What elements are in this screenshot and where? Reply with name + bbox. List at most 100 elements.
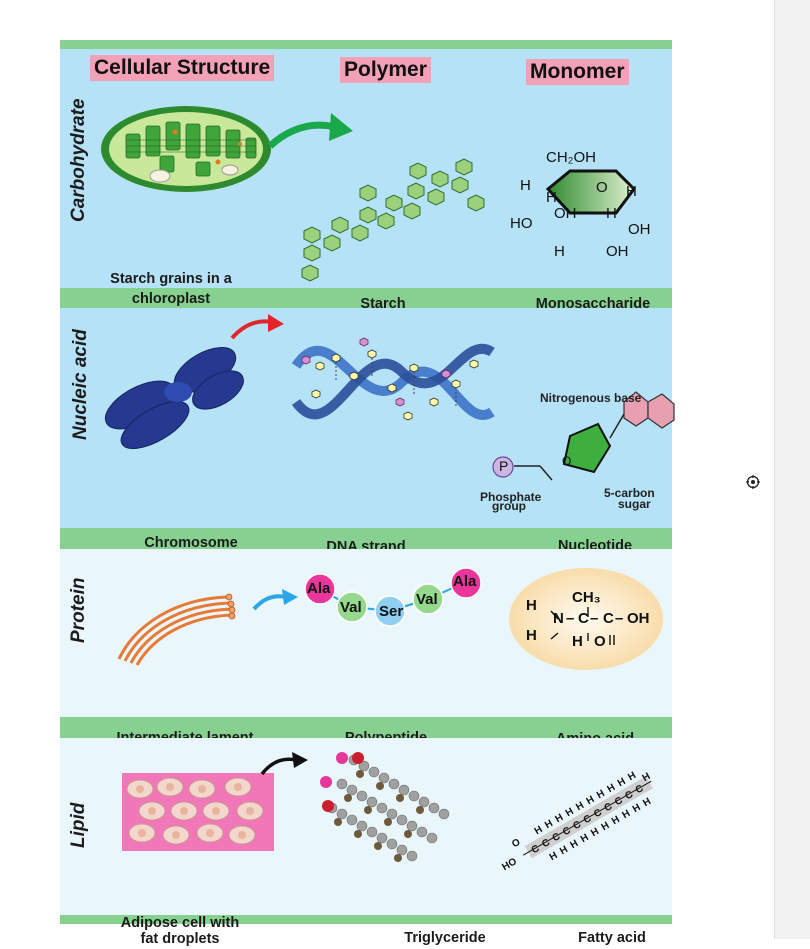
label-group: group	[492, 499, 526, 513]
caption-chloroplast: chloroplast	[131, 291, 211, 307]
amino-o: O	[594, 633, 606, 650]
amino-acid-blob	[509, 568, 663, 670]
amino-c: C	[578, 610, 589, 627]
amino-n: N	[553, 610, 564, 627]
svg-text:H: H	[574, 800, 586, 813]
label-5-carbon: 5-carbon	[604, 486, 655, 500]
dna-strand-image	[291, 337, 495, 421]
svg-text:H: H	[589, 826, 601, 839]
crosshair-icon[interactable]	[746, 475, 760, 489]
amino-oh: OH	[627, 610, 650, 627]
caption-starch-grains: Starch grains in a	[110, 271, 232, 287]
svg-text:H: H	[595, 788, 607, 801]
lipid-panel: Lipid	[60, 738, 672, 947]
svg-text:H: H	[543, 818, 555, 831]
svg-text:C: C	[540, 837, 552, 850]
svg-text:C: C	[561, 825, 573, 838]
header-polymer: Polymer	[340, 57, 431, 83]
sugar-oh: OH	[554, 205, 577, 222]
sugar-oh: OH	[606, 243, 629, 260]
svg-text:C: C	[571, 819, 583, 832]
label-sugar: sugar	[618, 497, 651, 511]
divider-band	[60, 717, 672, 738]
svg-text:H: H	[579, 832, 591, 845]
svg-text:H: H	[605, 782, 617, 795]
sugar-h: H	[626, 183, 637, 200]
svg-text:H: H	[620, 808, 632, 821]
fatty-ho: HO	[500, 856, 519, 873]
divider-band	[60, 915, 672, 924]
divider-band	[60, 528, 672, 549]
bead-label: Ala	[453, 573, 477, 590]
sugar-ch2oh: CH₂OH	[546, 149, 596, 166]
svg-text:H: H	[533, 824, 545, 837]
polypeptide-chain-image	[304, 567, 482, 627]
bead-label: Ala	[307, 580, 331, 597]
svg-text:C: C	[613, 795, 625, 808]
svg-text:H: H	[641, 771, 653, 784]
adipose-cells-image	[122, 773, 274, 851]
svg-text:C: C	[592, 807, 604, 820]
sugar-o: O	[596, 179, 608, 196]
caption-fat-droplets: fat droplets	[140, 931, 220, 947]
row-label-protein: Protein	[68, 577, 89, 643]
arrow-icon	[267, 113, 353, 149]
caption-adipose-cell: Adipose cell with	[120, 915, 240, 931]
label-nitrogenous-base: Nitrogenous base	[540, 391, 642, 405]
amino-dash: –	[590, 610, 599, 627]
sugar-h: H	[606, 205, 617, 222]
ring-oxygen: O	[562, 454, 572, 468]
svg-text:C: C	[551, 831, 563, 844]
bead-label: Ser	[379, 603, 404, 620]
svg-text:H: H	[558, 844, 570, 857]
svg-text:C: C	[623, 789, 635, 802]
header-cellular-structure: Cellular Structure	[90, 55, 275, 81]
triglyceride-image	[320, 752, 450, 862]
divider-band	[60, 288, 672, 308]
row-label-lipid: Lipid	[68, 802, 89, 848]
fatty-o: O	[510, 837, 522, 851]
svg-text:H: H	[548, 850, 560, 863]
label-phosphate: Phosphate	[480, 490, 542, 504]
amino-dash: –	[615, 610, 624, 627]
svg-text:C: C	[634, 783, 646, 796]
starch-polymer-image	[301, 158, 485, 282]
glucose-ring-image	[545, 169, 636, 215]
svg-text:H: H	[585, 794, 597, 807]
amino-h: H	[526, 597, 537, 614]
divider-band	[60, 40, 672, 49]
sugar-h: H	[520, 177, 531, 194]
svg-text:H: H	[631, 802, 643, 815]
svg-text:H: H	[610, 814, 622, 827]
biomolecule-figure: Cellular Structure Polymer Monomer Carbo…	[60, 40, 675, 947]
svg-text:C: C	[530, 843, 542, 856]
nucleic-acid-panel: Nucleic acid	[60, 308, 675, 555]
arrow-icon	[230, 314, 284, 340]
amino-c: C	[603, 610, 614, 627]
svg-text:H: H	[568, 838, 580, 851]
svg-text:H: H	[600, 820, 612, 833]
chloroplast-image	[101, 106, 271, 192]
amino-h: H	[526, 627, 537, 644]
sugar-h: H	[546, 189, 557, 206]
sugar-oh: OH	[628, 221, 651, 238]
phosphate-symbol: P	[499, 458, 509, 474]
svg-text:C: C	[603, 801, 615, 814]
bead-label: Val	[340, 599, 362, 616]
intermediate-filament-image	[117, 593, 236, 666]
chromosome-image	[104, 347, 244, 450]
sugar-h: H	[554, 243, 565, 260]
nucleotide-image	[514, 391, 675, 481]
sugar-ho: HO	[510, 215, 533, 232]
svg-text:C: C	[582, 813, 594, 826]
carbohydrate-panel: Cellular Structure Polymer Monomer Carbo…	[60, 49, 672, 312]
right-scroll-area	[774, 0, 810, 939]
bead-label: Val	[416, 591, 438, 608]
svg-text:H: H	[564, 806, 576, 819]
arrow-icon	[252, 589, 298, 611]
caption-chromosome: Chromosome	[144, 535, 238, 551]
amino-dash: –	[566, 610, 575, 627]
amino-h: H	[572, 633, 583, 650]
row-label-carbohydrate: Carbohydrate	[68, 98, 89, 222]
